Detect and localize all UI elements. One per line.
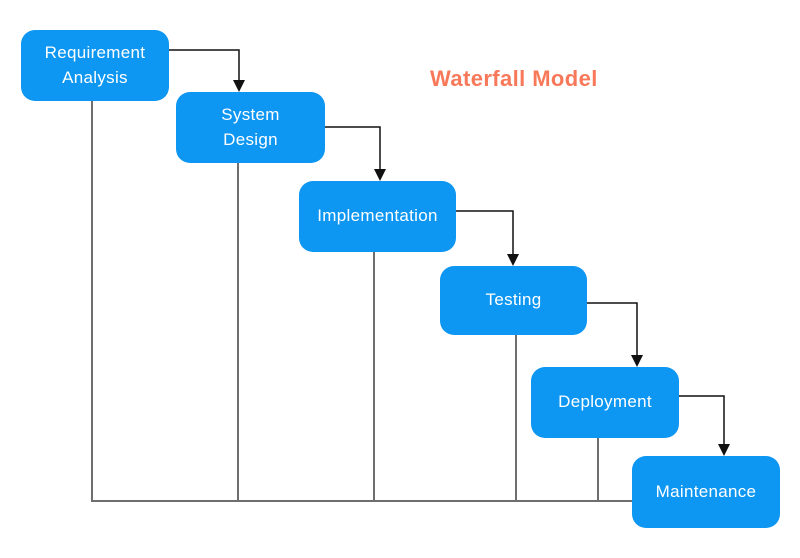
arrow-connector-4 <box>587 302 638 356</box>
arrow-connector-3 <box>456 210 514 255</box>
stage-label: Testing <box>485 290 542 310</box>
arrowhead-down-icon <box>374 169 386 181</box>
stage-box-requirement-analysis: Requirement Analysis <box>21 30 169 101</box>
bottom-rail-line <box>91 100 632 502</box>
arrowhead-down-icon <box>631 355 643 367</box>
arrowhead-down-icon <box>718 444 730 456</box>
stage-box-deployment: Deployment <box>531 367 679 438</box>
stage-label: Maintenance <box>655 481 757 501</box>
arrowhead-down-icon <box>233 80 245 92</box>
stage-label: System Design <box>221 104 280 149</box>
arrow-connector-1 <box>169 49 240 81</box>
stage-label: Deployment <box>558 392 652 412</box>
stage-box-maintenance: Maintenance <box>632 456 780 528</box>
arrow-connector-2 <box>325 126 381 170</box>
stage-label: Requirement Analysis <box>44 42 146 87</box>
stage-box-system-design: System Design <box>176 92 325 163</box>
arrow-connector-5 <box>679 395 725 445</box>
stage-box-implementation: Implementation <box>299 181 456 252</box>
stage-label: Implementation <box>317 206 438 226</box>
arrowhead-down-icon <box>507 254 519 266</box>
diagram-title: Waterfall Model <box>430 66 598 91</box>
stage-box-testing: Testing <box>440 266 587 335</box>
